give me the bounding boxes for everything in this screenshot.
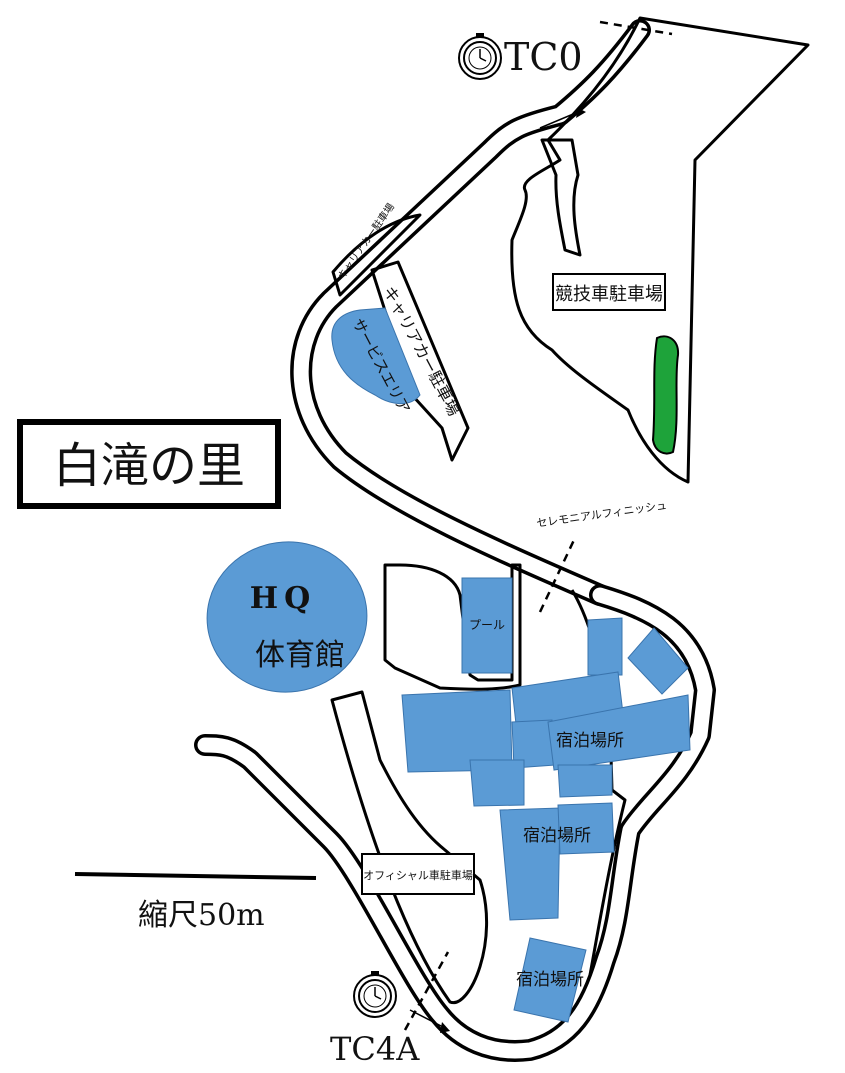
competition-parking-creek [540,138,582,257]
building-main-6 [557,764,613,798]
carrier-parking-strip [331,213,422,297]
competition-parking-label: 競技車駐車場 [555,284,663,305]
official-parking-label-box [361,853,475,895]
lodging-label-3: 宿泊場所 [516,970,584,990]
competition-parking-label-box [552,273,666,311]
hq-label: HQ [250,581,316,616]
service-area-shape [331,307,421,405]
lodging-label-2: 宿泊場所 [523,826,591,846]
green-area [651,335,680,455]
official-parking-label: オフィシャル車駐車場 [363,868,473,882]
pool-building [461,577,513,674]
tc0-control-line [599,20,673,36]
title-box [17,419,281,509]
building-lodging-3 [513,937,587,1023]
pool-label: プール [469,618,505,632]
direction-arrow-south [409,1009,450,1033]
buildings [401,577,691,1023]
building-east-1 [587,617,623,676]
scale-label: 縮尺50m [138,898,265,933]
building-main-4 [547,694,691,771]
building-lodging-2b [557,802,615,855]
south-road [194,584,716,1062]
hq-gymnasium [206,541,368,693]
tc0-label: TC0 [504,35,583,79]
venue-inner-outline [383,563,522,691]
building-main-5 [469,759,525,807]
tc4a-control-line [403,951,450,1031]
lodging-label-1: 宿泊場所 [556,731,624,751]
stopwatch-icon [458,33,502,80]
building-lodging-2a [499,807,561,921]
scale-bar [74,872,317,880]
tc4a-label: TC4A [330,1030,420,1068]
building-east-2 [627,627,689,695]
direction-arrow-north [539,108,586,129]
north-road [290,19,651,606]
gymnasium-label: 体育館 [255,638,345,673]
stopwatch-icon [353,971,397,1018]
competition-parking-area [510,16,810,484]
ceremonial-finish-label: セレモニアルフィニッシュ [536,499,668,530]
map-title: 白滝の里 [53,438,245,494]
